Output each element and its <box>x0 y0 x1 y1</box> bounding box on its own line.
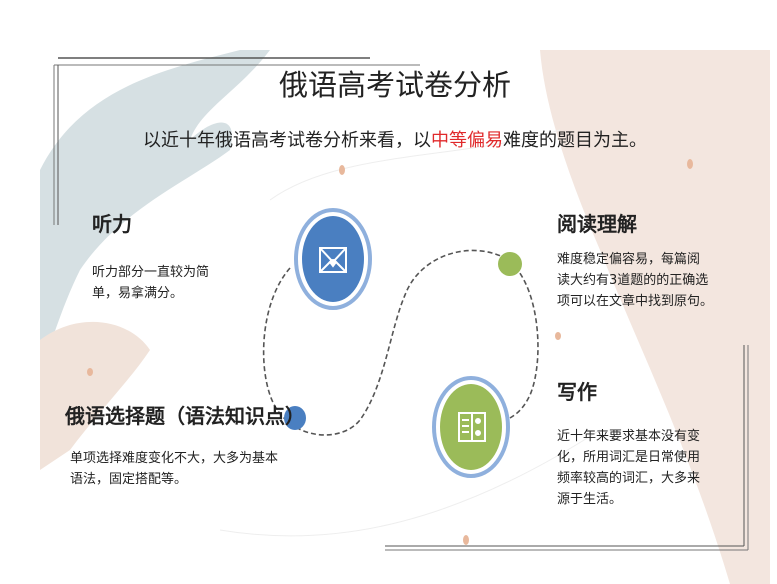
subtitle-highlight: 中等偏易 <box>431 130 503 151</box>
writing-desc: 近十年来要求基本没有变化，所用词汇是日常使用频率较高的词汇，大多来源于生活。 <box>557 429 701 507</box>
envelope-icon <box>319 247 347 273</box>
grammar-heading: 俄语选择题（语法知识点） <box>65 404 305 428</box>
listening-desc: 听力部分一直较为简单，易拿满分。 <box>92 265 210 301</box>
book-icon <box>458 412 486 442</box>
subtitle-text-end: 难度的题目为主。 <box>503 130 647 151</box>
grammar-dot <box>284 406 306 430</box>
subtitle-text: 以近十年俄语高考试卷分析来看，以 <box>143 130 431 151</box>
page-title: 俄语高考试卷分析 <box>278 68 511 102</box>
subtitle: 以近十年俄语高考试卷分析来看，以中等偏易难度的题目为主。 <box>0 126 777 152</box>
slide <box>40 50 770 584</box>
listening-heading: 听力 <box>92 212 132 236</box>
reading-desc: 难度稳定偏容易，每篇阅读大约有3道题的的正确选项可以在文章中找到原句。 <box>557 252 714 309</box>
dashed-path <box>262 249 539 436</box>
reading-heading: 阅读理解 <box>557 212 637 236</box>
background-decor <box>40 50 770 584</box>
reading-dot <box>498 252 522 276</box>
grammar-desc: 单项选择难度变化不大，大多为基本语法，固定搭配等。 <box>70 451 279 487</box>
writing-heading: 写作 <box>557 380 597 404</box>
